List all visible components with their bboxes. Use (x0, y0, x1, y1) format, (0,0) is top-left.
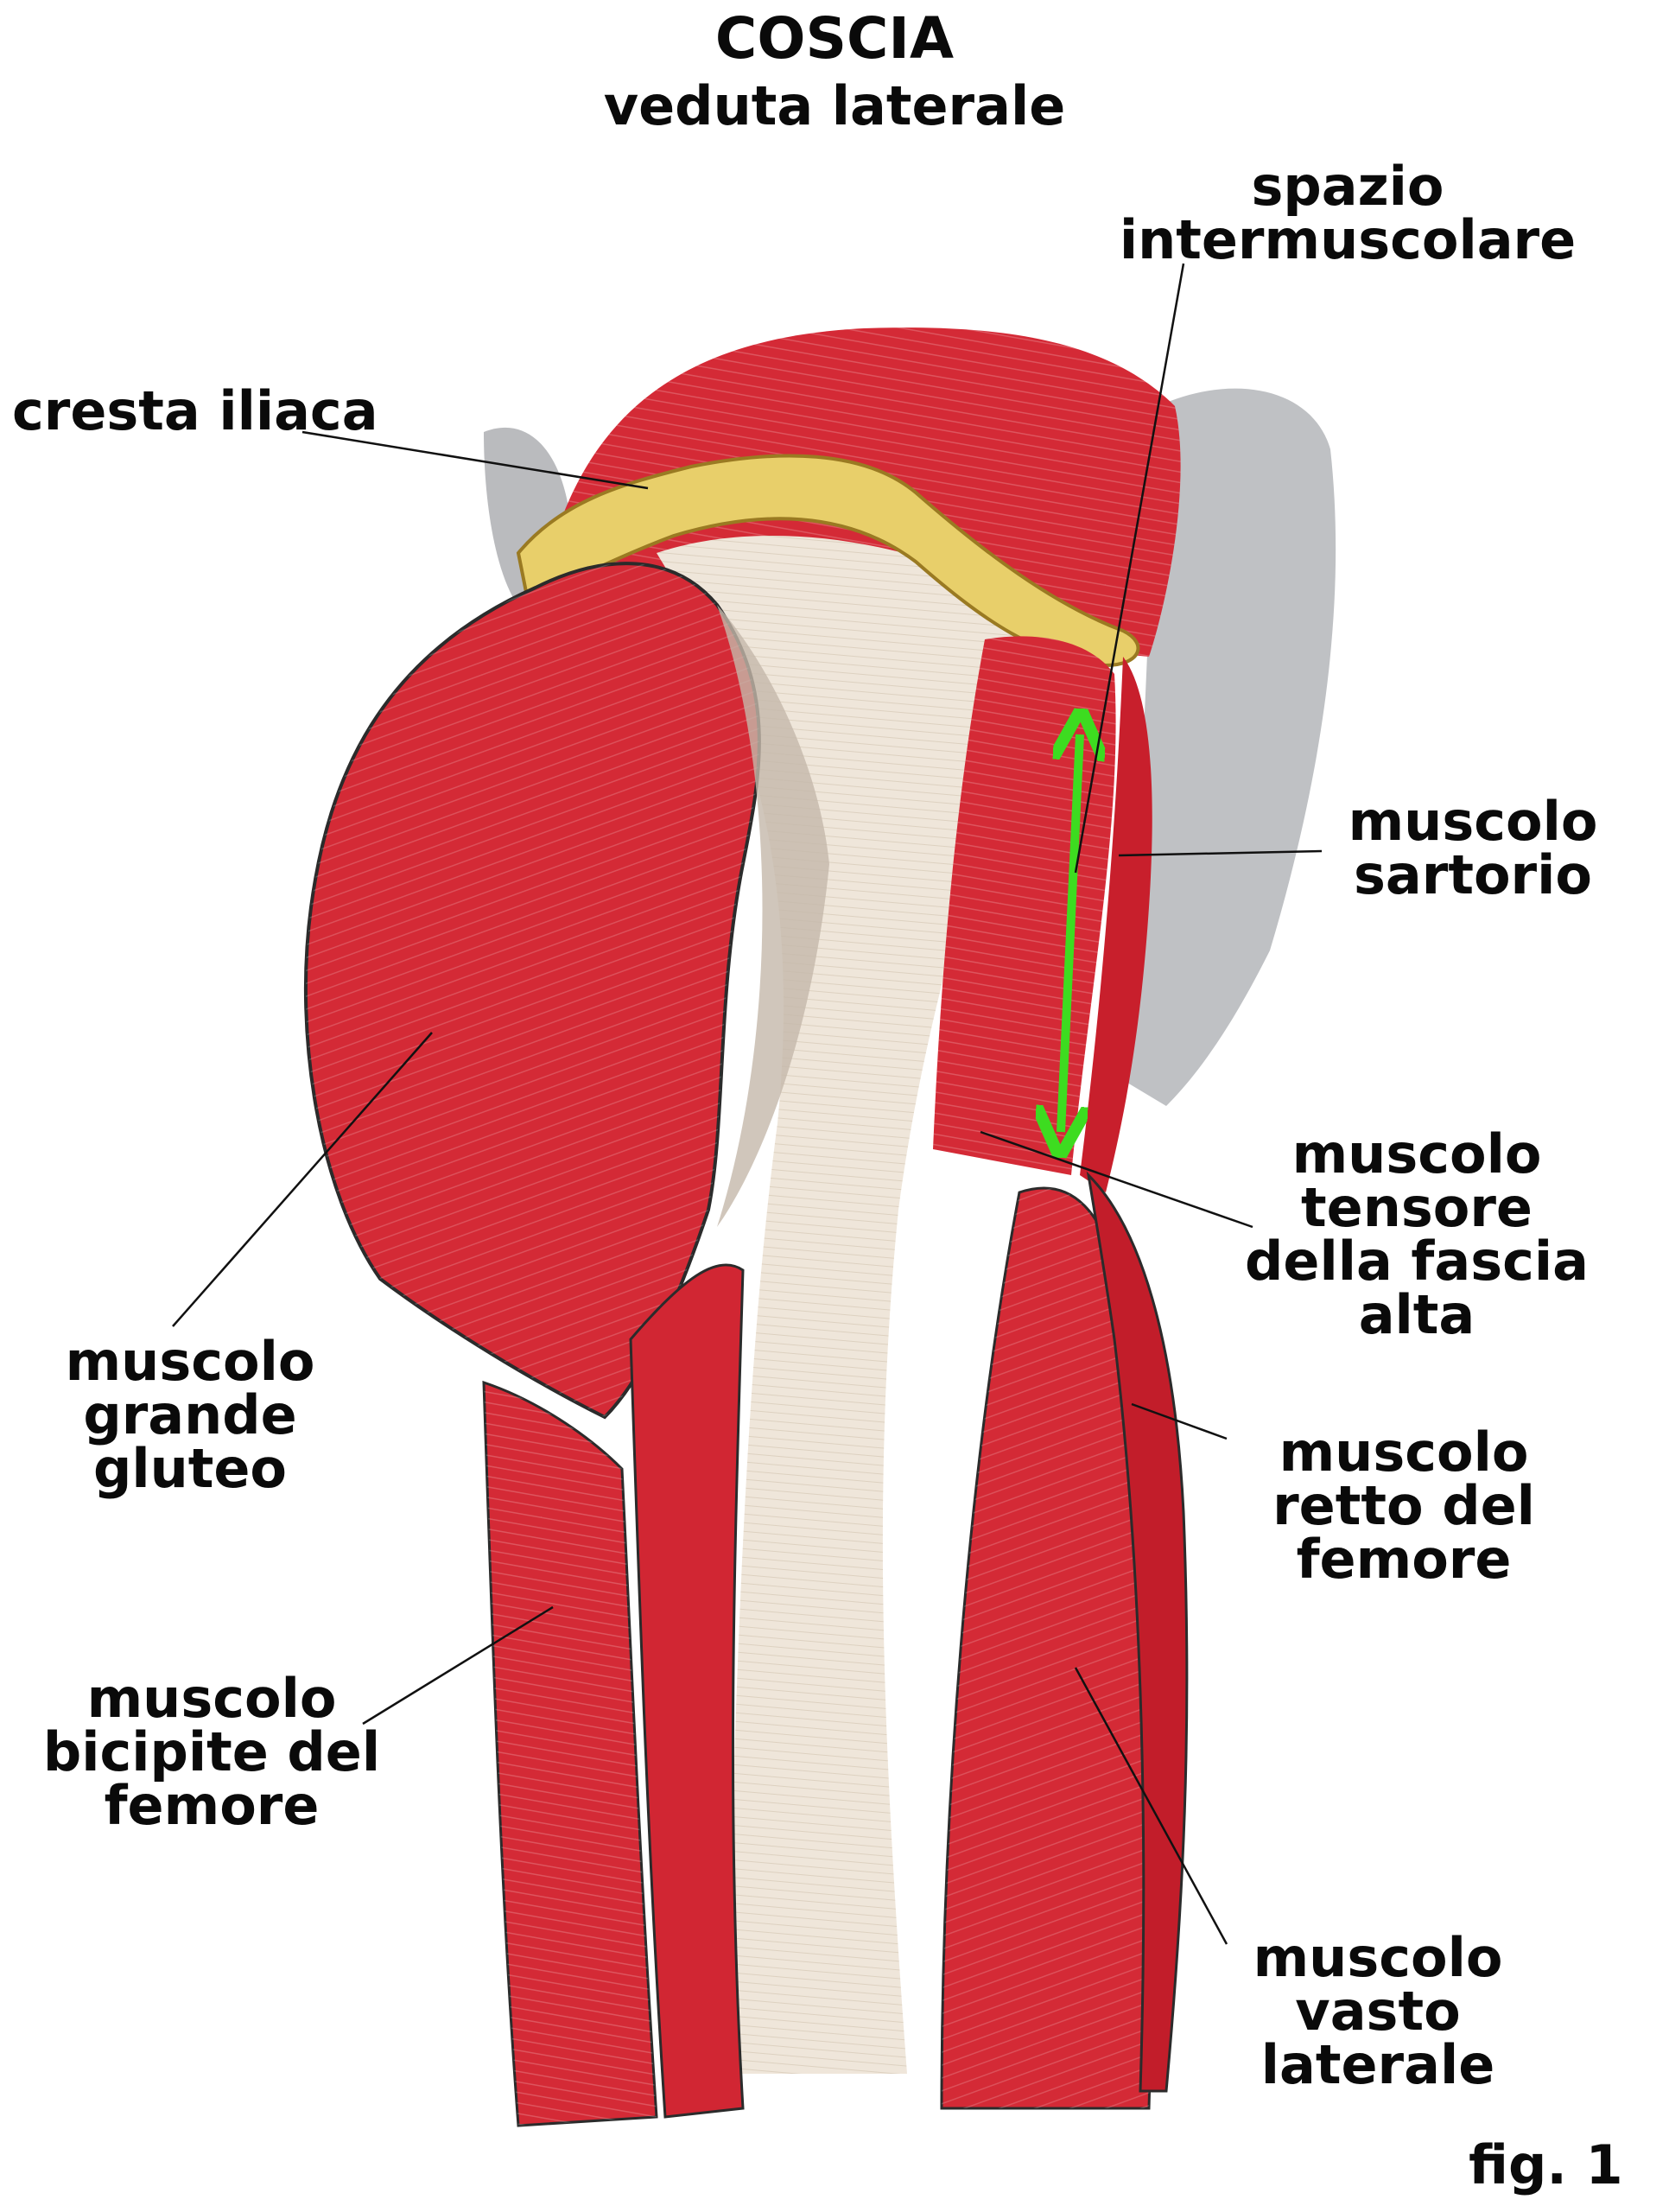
label-muscolo-retto-femore: muscolo retto del femore (1209, 1426, 1598, 1586)
label-line: muscolo (1279, 1421, 1529, 1484)
label-line: bicipite del (42, 1720, 381, 1783)
diagram-subtitle: veduta laterale (603, 74, 1066, 137)
leader-spazio-intermuscolare (1074, 263, 1185, 874)
label-muscolo-vasto-laterale: muscolo vasto laterale (1184, 1931, 1572, 2092)
label-spazio-intermuscolare: spazio intermuscolare (1045, 160, 1650, 267)
label-muscolo-tensore: muscolo tensore della fascia alta (1184, 1128, 1650, 1342)
label-line: sartorio (1354, 843, 1592, 906)
label-line: grande (83, 1383, 297, 1446)
leader-bicipite (362, 1605, 554, 1726)
label-line: tensore (1301, 1176, 1533, 1239)
leader-lines (172, 263, 1323, 1945)
label-muscolo-grande-gluteo: muscolo grande gluteo (17, 1335, 363, 1496)
leader-retto (1131, 1402, 1228, 1440)
intermuscular-space-arrow (1061, 734, 1080, 1132)
gluteus-insertion (717, 605, 829, 1227)
leader-gluteo (172, 1032, 433, 1327)
label-muscolo-bicipite-femore: muscolo bicipite del femore (9, 1672, 415, 1833)
biceps-femoris-short (629, 1263, 745, 2119)
leader-vasto (1074, 1667, 1228, 1945)
label-line: gluteo (92, 1437, 288, 1500)
label-line: vasto (1295, 1980, 1461, 2043)
label-line: muscolo (1348, 790, 1598, 853)
leader-tensore (980, 1130, 1253, 1229)
skin-shadow-right (1123, 388, 1336, 1106)
leader-cresta-iliaca (301, 430, 649, 490)
leader-sartorio (1118, 849, 1323, 857)
label-cresta-iliaca: cresta iliaca (12, 379, 378, 442)
label-line: muscolo (1253, 1926, 1503, 1989)
label-line: retto del (1272, 1474, 1535, 1537)
label-line: muscolo (86, 1667, 337, 1730)
label-line: della fascia (1245, 1230, 1589, 1293)
label-line: muscolo (1291, 1122, 1542, 1185)
label-muscolo-sartorio: muscolo sartorio (1296, 795, 1650, 902)
rectus-femoris (1086, 1171, 1189, 2093)
label-line: laterale (1260, 2033, 1495, 2096)
label-line: spazio (1251, 155, 1444, 218)
label-line: femore (1296, 1528, 1512, 1591)
iliac-crest-bone (516, 454, 1140, 668)
label-line: alta (1358, 1283, 1475, 1346)
label-line: femore (104, 1774, 320, 1837)
figure-number: fig. 1 (1469, 2133, 1623, 2196)
label-line: intermuscolare (1119, 208, 1577, 271)
label-line: muscolo (65, 1330, 315, 1393)
diagram-title: COSCIA (714, 5, 955, 72)
